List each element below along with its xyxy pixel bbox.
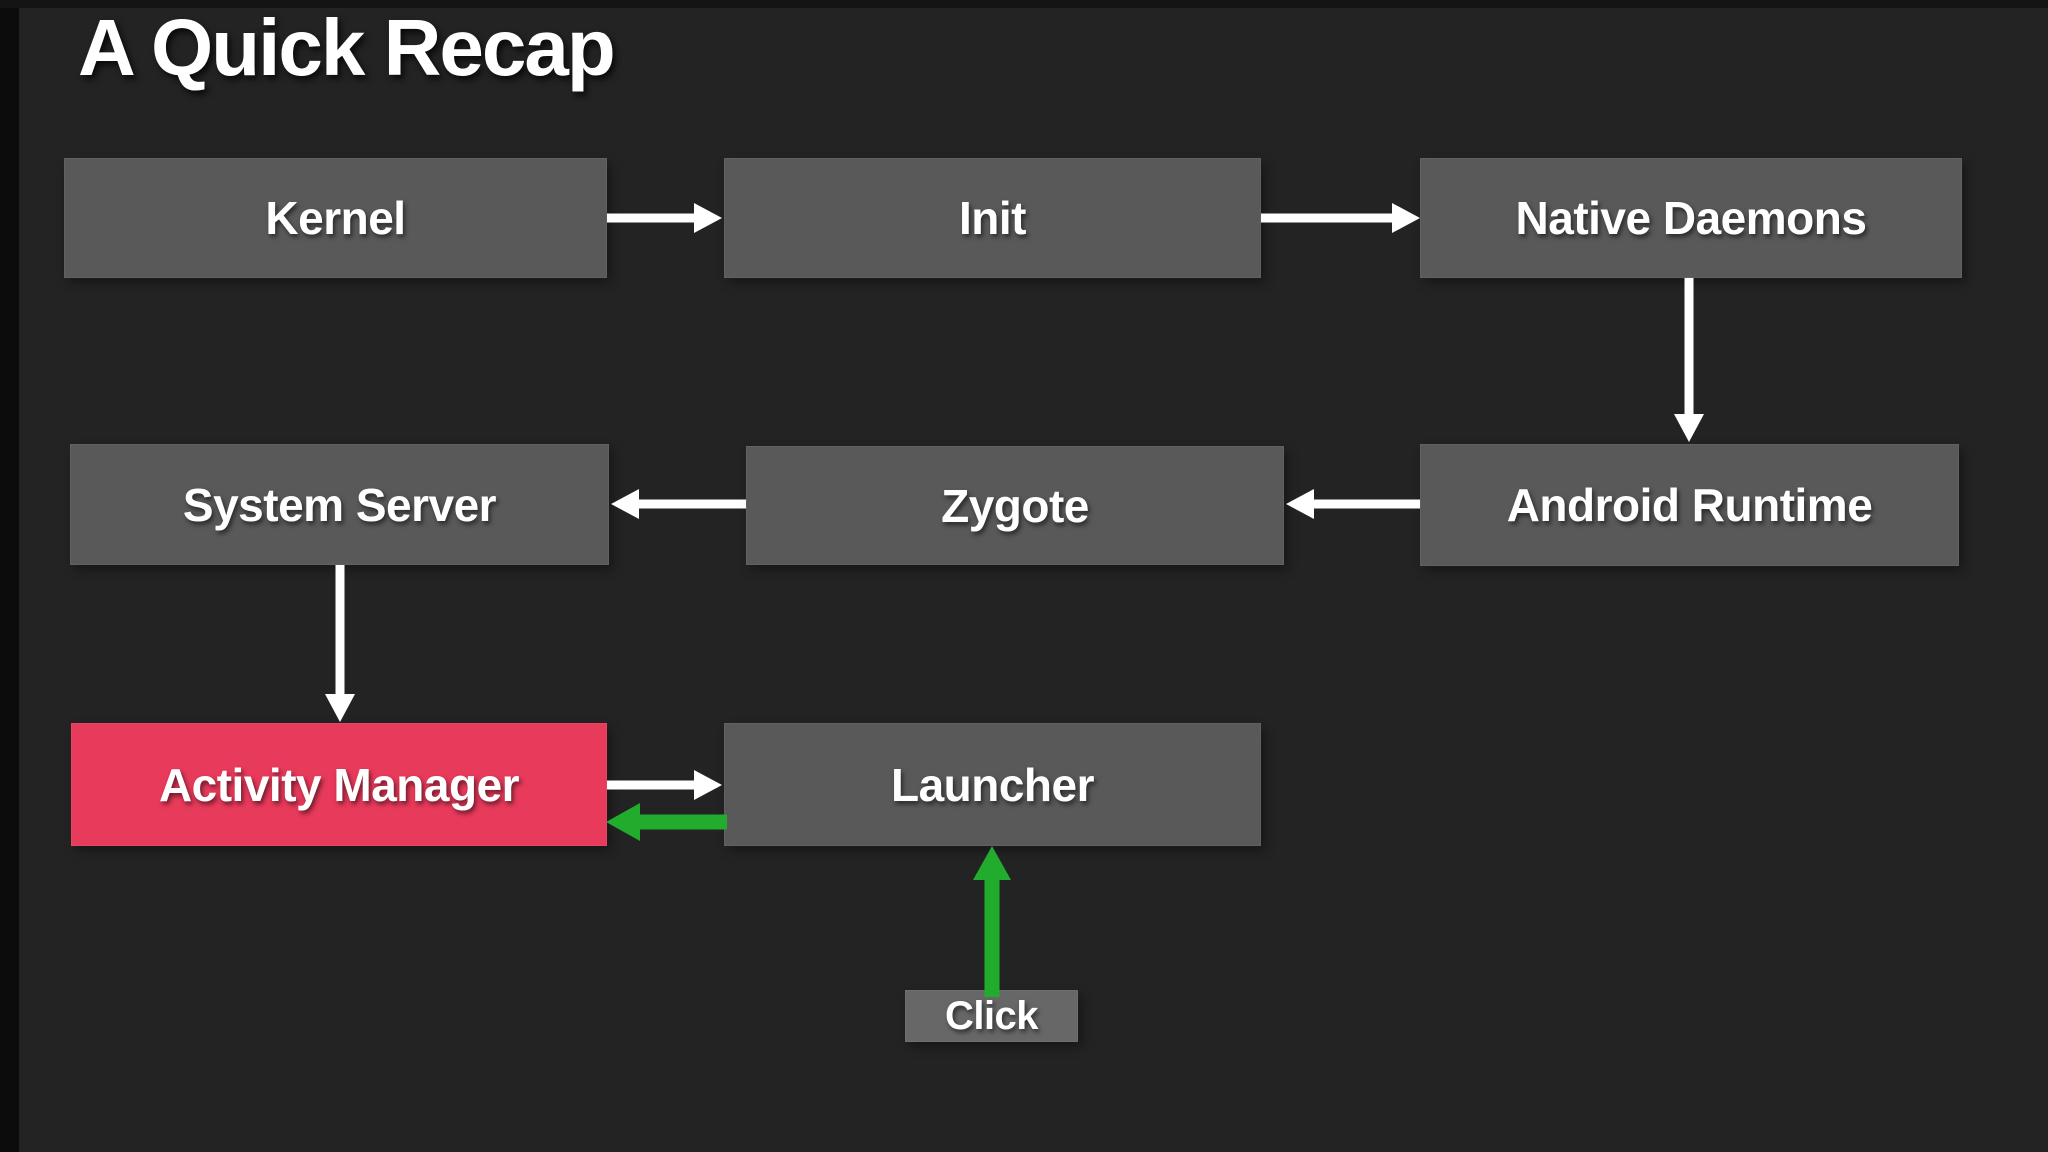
arrow-click-to-launcher-green [973,846,1011,997]
node-system-server: System Server [70,444,609,565]
node-system-server-label: System Server [182,478,497,531]
top-letterbox-bar [0,0,2048,8]
arrow-android-runtime-to-zygote [1286,489,1420,519]
left-letterbox-bar [0,0,19,1152]
node-launcher-label: Launcher [890,758,1095,811]
slide-title: A Quick Recap [78,3,616,92]
node-activity-manager-label: Activity Manager [158,758,520,811]
node-launcher: Launcher [724,723,1261,846]
node-android-runtime: Android Runtime [1420,444,1959,566]
node-zygote: Zygote [746,446,1284,565]
node-init-label: Init [959,192,1026,244]
node-native-daemons-label: Native Daemons [1515,192,1867,244]
node-click-label: Click [944,993,1039,1038]
node-android-runtime-label: Android Runtime [1506,479,1873,531]
node-click: Click [905,990,1078,1042]
node-activity-manager-highlighted: Activity Manager [71,723,607,846]
node-kernel: Kernel [64,158,607,278]
arrow-native-daemons-to-android-runtime [1674,278,1704,442]
node-native-daemons: Native Daemons [1420,158,1962,278]
node-zygote-label: Zygote [941,479,1089,532]
node-init: Init [724,158,1261,278]
node-kernel-label: Kernel [265,192,406,244]
arrow-launcher-to-activity-manager-green [606,803,727,841]
arrow-system-server-to-activity-manager [325,565,355,722]
arrow-zygote-to-system-server [611,489,746,519]
arrow-activity-manager-to-launcher [607,770,722,800]
arrow-init-to-native-daemons [1261,203,1420,233]
arrow-kernel-to-init [607,203,722,233]
